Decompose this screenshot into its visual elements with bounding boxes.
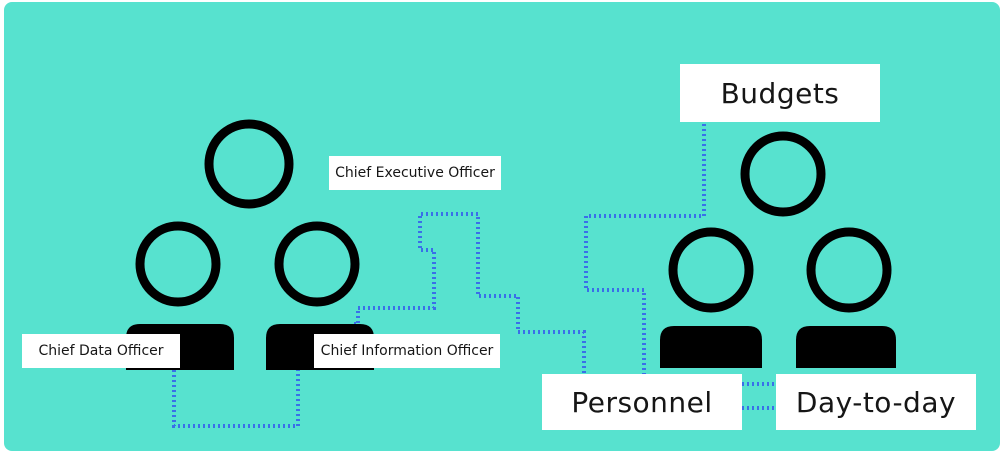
left-top-head-icon bbox=[204, 119, 294, 209]
cio-label: Chief Information Officer bbox=[314, 334, 500, 368]
right-bottom-left-head-icon bbox=[668, 227, 754, 313]
day-to-day-label: Day-to-day bbox=[776, 374, 976, 430]
right-bottom-right-body-icon bbox=[796, 326, 896, 368]
connector-cdo-to-cio bbox=[172, 368, 300, 428]
personnel-label: Personnel bbox=[542, 374, 742, 430]
right-bottom-left-body-icon bbox=[660, 326, 762, 368]
connector-personnel-to-daytoday bbox=[742, 382, 780, 410]
budgets-label: Budgets bbox=[680, 64, 880, 122]
connector-cio-to-personnel bbox=[354, 212, 586, 380]
left-bottom-left-head-icon bbox=[135, 221, 221, 307]
right-top-head-icon bbox=[740, 131, 826, 217]
ceo-label: Chief Executive Officer bbox=[329, 156, 501, 190]
diagram-canvas: Chief Executive Officer Chief Data Offic… bbox=[4, 2, 1000, 451]
cdo-label: Chief Data Officer bbox=[22, 334, 180, 368]
left-bottom-right-head-icon bbox=[274, 221, 360, 307]
connector-budgets-to-personnel bbox=[584, 124, 706, 380]
right-bottom-right-head-icon bbox=[806, 227, 892, 313]
